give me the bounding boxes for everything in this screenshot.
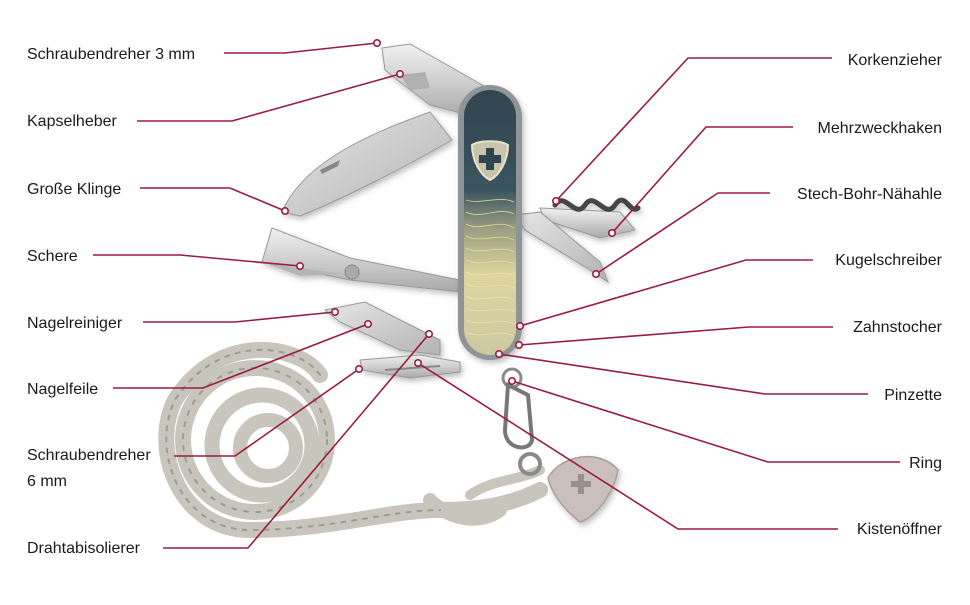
leader-drahtabisolierer <box>163 333 430 549</box>
leader-grosse-klinge-dot <box>280 207 289 216</box>
leader-korkenzieher-dot <box>551 197 560 206</box>
leader-nagelreiniger <box>143 311 336 323</box>
label-pinzette: Pinzette <box>884 387 942 404</box>
swiss-cross-shield-icon <box>470 140 510 182</box>
leader-pinzette <box>498 353 868 395</box>
knife-handle <box>458 85 522 360</box>
label-korkenzieher: Korkenzieher <box>847 52 942 69</box>
label-zahnstocher: Zahnstocher <box>853 319 942 336</box>
leader-ring <box>511 380 900 463</box>
leader-drahtabisolierer-dot <box>424 329 433 338</box>
leader-kugelschreiber-dot <box>515 321 524 330</box>
leader-kapselheber <box>137 73 401 122</box>
leader-schraubendreher-6mm-dot <box>354 364 363 373</box>
leader-schraubendreher-3mm <box>224 42 378 54</box>
leader-mehrzweckhaken-dot <box>607 229 616 238</box>
leader-zahnstocher-dot <box>514 340 523 349</box>
leader-grosse-klinge <box>140 187 286 212</box>
label-kistenoeffner: Kistenöffner <box>856 521 942 538</box>
leader-zahnstocher <box>518 326 833 346</box>
leader-nagelreiniger-dot <box>330 307 339 316</box>
leader-nagelfeile <box>113 323 369 389</box>
leader-schere-dot <box>295 261 304 270</box>
lanyard-cord <box>158 341 548 539</box>
leader-kapselheber-dot <box>395 70 404 79</box>
leader-schere <box>93 254 301 267</box>
leader-korkenzieher <box>555 57 832 202</box>
label-nagelfeile: Nagelfeile <box>27 381 99 398</box>
leader-kistenoeffner <box>417 362 838 530</box>
leader-lines <box>93 38 900 549</box>
leader-stech-bohr-naehahle <box>595 192 770 275</box>
label-nagelreiniger: Nagelreiniger <box>27 315 123 332</box>
leader-schraubendreher-3mm-dot <box>372 38 381 47</box>
leader-mehrzweckhaken <box>611 126 793 234</box>
keyring-carabiner <box>501 367 542 476</box>
nail-file-tool <box>323 301 461 379</box>
label-grosse-klinge: Große Klinge <box>27 181 122 198</box>
leader-stech-bohr-naehahle-dot <box>591 269 600 278</box>
label-schraubendreher-3mm: Schraubendreher 3 mm <box>27 46 196 63</box>
label-stech-bohr-naehahle: Stech-Bohr-Nähahle <box>797 186 942 203</box>
large-blade-tool <box>281 111 453 217</box>
swiss-cross-tag-icon <box>547 455 619 523</box>
label-ring: Ring <box>909 455 942 472</box>
leader-kugelschreiber <box>519 259 813 327</box>
label-schere: Schere <box>27 248 78 265</box>
leader-nagelfeile-dot <box>363 319 372 328</box>
leader-pinzette-dot <box>494 349 503 358</box>
leader-kistenoeffner-dot <box>413 358 422 367</box>
leader-schraubendreher-6mm <box>174 368 360 457</box>
label-drahtabisolierer: Drahtabisolierer <box>27 540 140 557</box>
scissors-tool <box>261 227 461 293</box>
label-kapselheber: Kapselheber <box>27 113 117 130</box>
label-kugelschreiber: Kugelschreiber <box>835 252 942 269</box>
leader-ring-dot <box>507 376 516 385</box>
awl-tool <box>514 211 610 284</box>
label-mehrzweckhaken: Mehrzweckhaken <box>817 120 943 137</box>
